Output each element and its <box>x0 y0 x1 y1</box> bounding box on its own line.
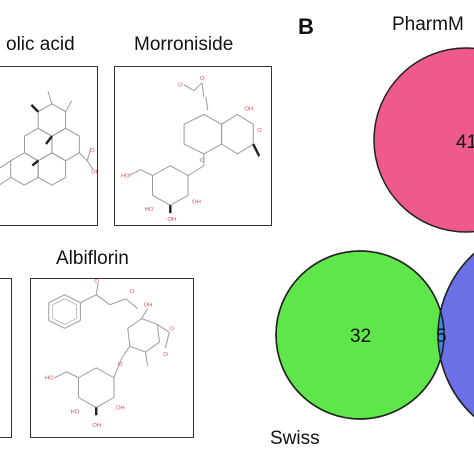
morroniside-structure: O O OH O O HO HO OH OH <box>121 76 262 223</box>
venn-outline-swiss <box>275 250 445 420</box>
venn-count-swiss: 32 <box>350 326 371 347</box>
svg-text:OH: OH <box>244 106 253 112</box>
compound-label-morroniside: Morroniside <box>134 34 234 55</box>
svg-text:OH: OH <box>144 303 153 309</box>
venn-count-intersection: 5 <box>436 326 447 347</box>
compound-label-oleanolic-acid: olic acid <box>6 34 75 55</box>
albiflorin-structure: O O OH O O O HO HO OH OH <box>45 279 174 429</box>
svg-text:OH: OH <box>92 423 101 429</box>
svg-text:O: O <box>200 76 205 82</box>
svg-text:O: O <box>90 148 95 154</box>
structure-box-morroniside: O O OH O O HO HO OH OH <box>114 66 272 226</box>
svg-text:O: O <box>257 128 262 134</box>
svg-text:O: O <box>94 279 99 285</box>
set-label-swiss: Swiss <box>270 428 320 449</box>
structure-box-albiflorin: O O OH O O O HO HO OH OH <box>30 278 194 438</box>
structure-box-cropped <box>0 278 12 438</box>
venn-count-pharmmapper: 41 <box>456 132 474 153</box>
svg-text:OH: OH <box>116 405 125 411</box>
venn-circle-pharmmapper <box>373 47 474 233</box>
oleanolic-acid-structure: O OH <box>0 90 97 186</box>
svg-text:O: O <box>178 83 183 89</box>
panel-letter-b: B <box>298 14 314 39</box>
set-label-pharmmapper: PharmM <box>392 14 464 35</box>
svg-text:OH: OH <box>167 217 176 223</box>
svg-text:O: O <box>163 352 168 358</box>
svg-text:O: O <box>200 158 205 164</box>
svg-text:HO: HO <box>145 207 154 213</box>
svg-text:OH: OH <box>192 199 201 205</box>
svg-text:O: O <box>118 362 123 368</box>
svg-text:O: O <box>169 326 174 332</box>
svg-text:HO: HO <box>71 409 80 415</box>
structure-box-oleanolic-acid: O OH <box>0 66 98 226</box>
compound-label-albiflorin: Albiflorin <box>56 248 129 269</box>
svg-text:HO: HO <box>121 174 130 180</box>
svg-text:O: O <box>130 289 135 295</box>
svg-text:OH: OH <box>91 169 97 175</box>
svg-text:HO: HO <box>45 376 54 382</box>
venn-outline-third-set <box>437 252 474 418</box>
